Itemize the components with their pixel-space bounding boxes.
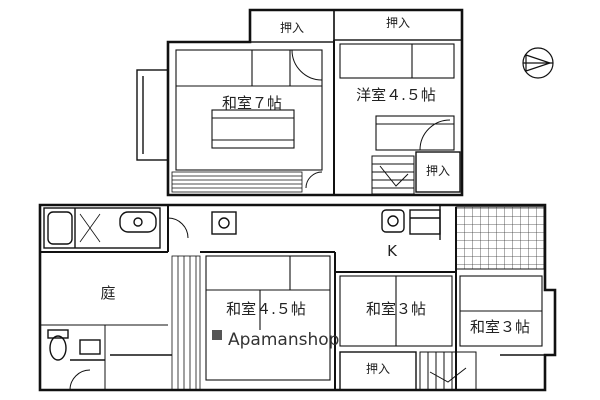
table-icon xyxy=(211,211,237,235)
engawa-strip xyxy=(171,171,303,193)
closet-right-label: 押入 xyxy=(426,164,450,178)
closet-top-right xyxy=(333,9,463,41)
closet-right xyxy=(415,151,461,193)
closet-top-left-label: 押入 xyxy=(280,21,304,35)
staircase-upper xyxy=(371,155,415,195)
apamanshop-watermark: Apamanshop xyxy=(212,330,339,350)
room-label-washitsu-45: 和室４.５帖 xyxy=(226,300,306,318)
washbasin-icon xyxy=(119,211,157,233)
youshitsu-furnishings xyxy=(339,43,455,151)
room-label-washitsu-7: 和室７帖 xyxy=(222,94,282,112)
stove-icon xyxy=(409,209,441,235)
closet-top-right-label: 押入 xyxy=(386,16,410,30)
tatami-mats-3jo-center xyxy=(339,275,453,347)
tatami-mats-7jo xyxy=(175,49,323,171)
balcony xyxy=(136,69,169,161)
tiled-floor xyxy=(455,206,545,270)
sink-icon xyxy=(381,209,405,233)
bathtub-icon xyxy=(47,211,73,245)
tatami-mats-45jo xyxy=(205,255,331,381)
tatami-mats-3jo-right xyxy=(459,275,543,347)
urinal-icon xyxy=(79,339,101,355)
bathroom xyxy=(43,207,161,249)
room-label-garden: 庭 xyxy=(100,284,115,302)
closet-bottom-label: 押入 xyxy=(366,362,390,376)
room-label-kitchen: K xyxy=(387,242,398,260)
watermark-text: Apamanshop xyxy=(228,330,339,350)
watermark-logo-icon xyxy=(212,330,222,340)
room-label-washitsu-3-right: 和室３帖 xyxy=(470,318,530,336)
engawa-lower xyxy=(171,255,201,391)
room-label-youshitsu-45: 洋室４.５帖 xyxy=(356,86,436,104)
staircase-lower xyxy=(419,351,477,391)
toilet-icon xyxy=(49,335,67,361)
lower-floor xyxy=(38,203,557,392)
upper-floor xyxy=(136,8,464,197)
closet-bottom xyxy=(339,351,417,391)
room-label-washitsu-3-center: 和室３帖 xyxy=(366,300,426,318)
north-compass-icon xyxy=(522,47,554,79)
